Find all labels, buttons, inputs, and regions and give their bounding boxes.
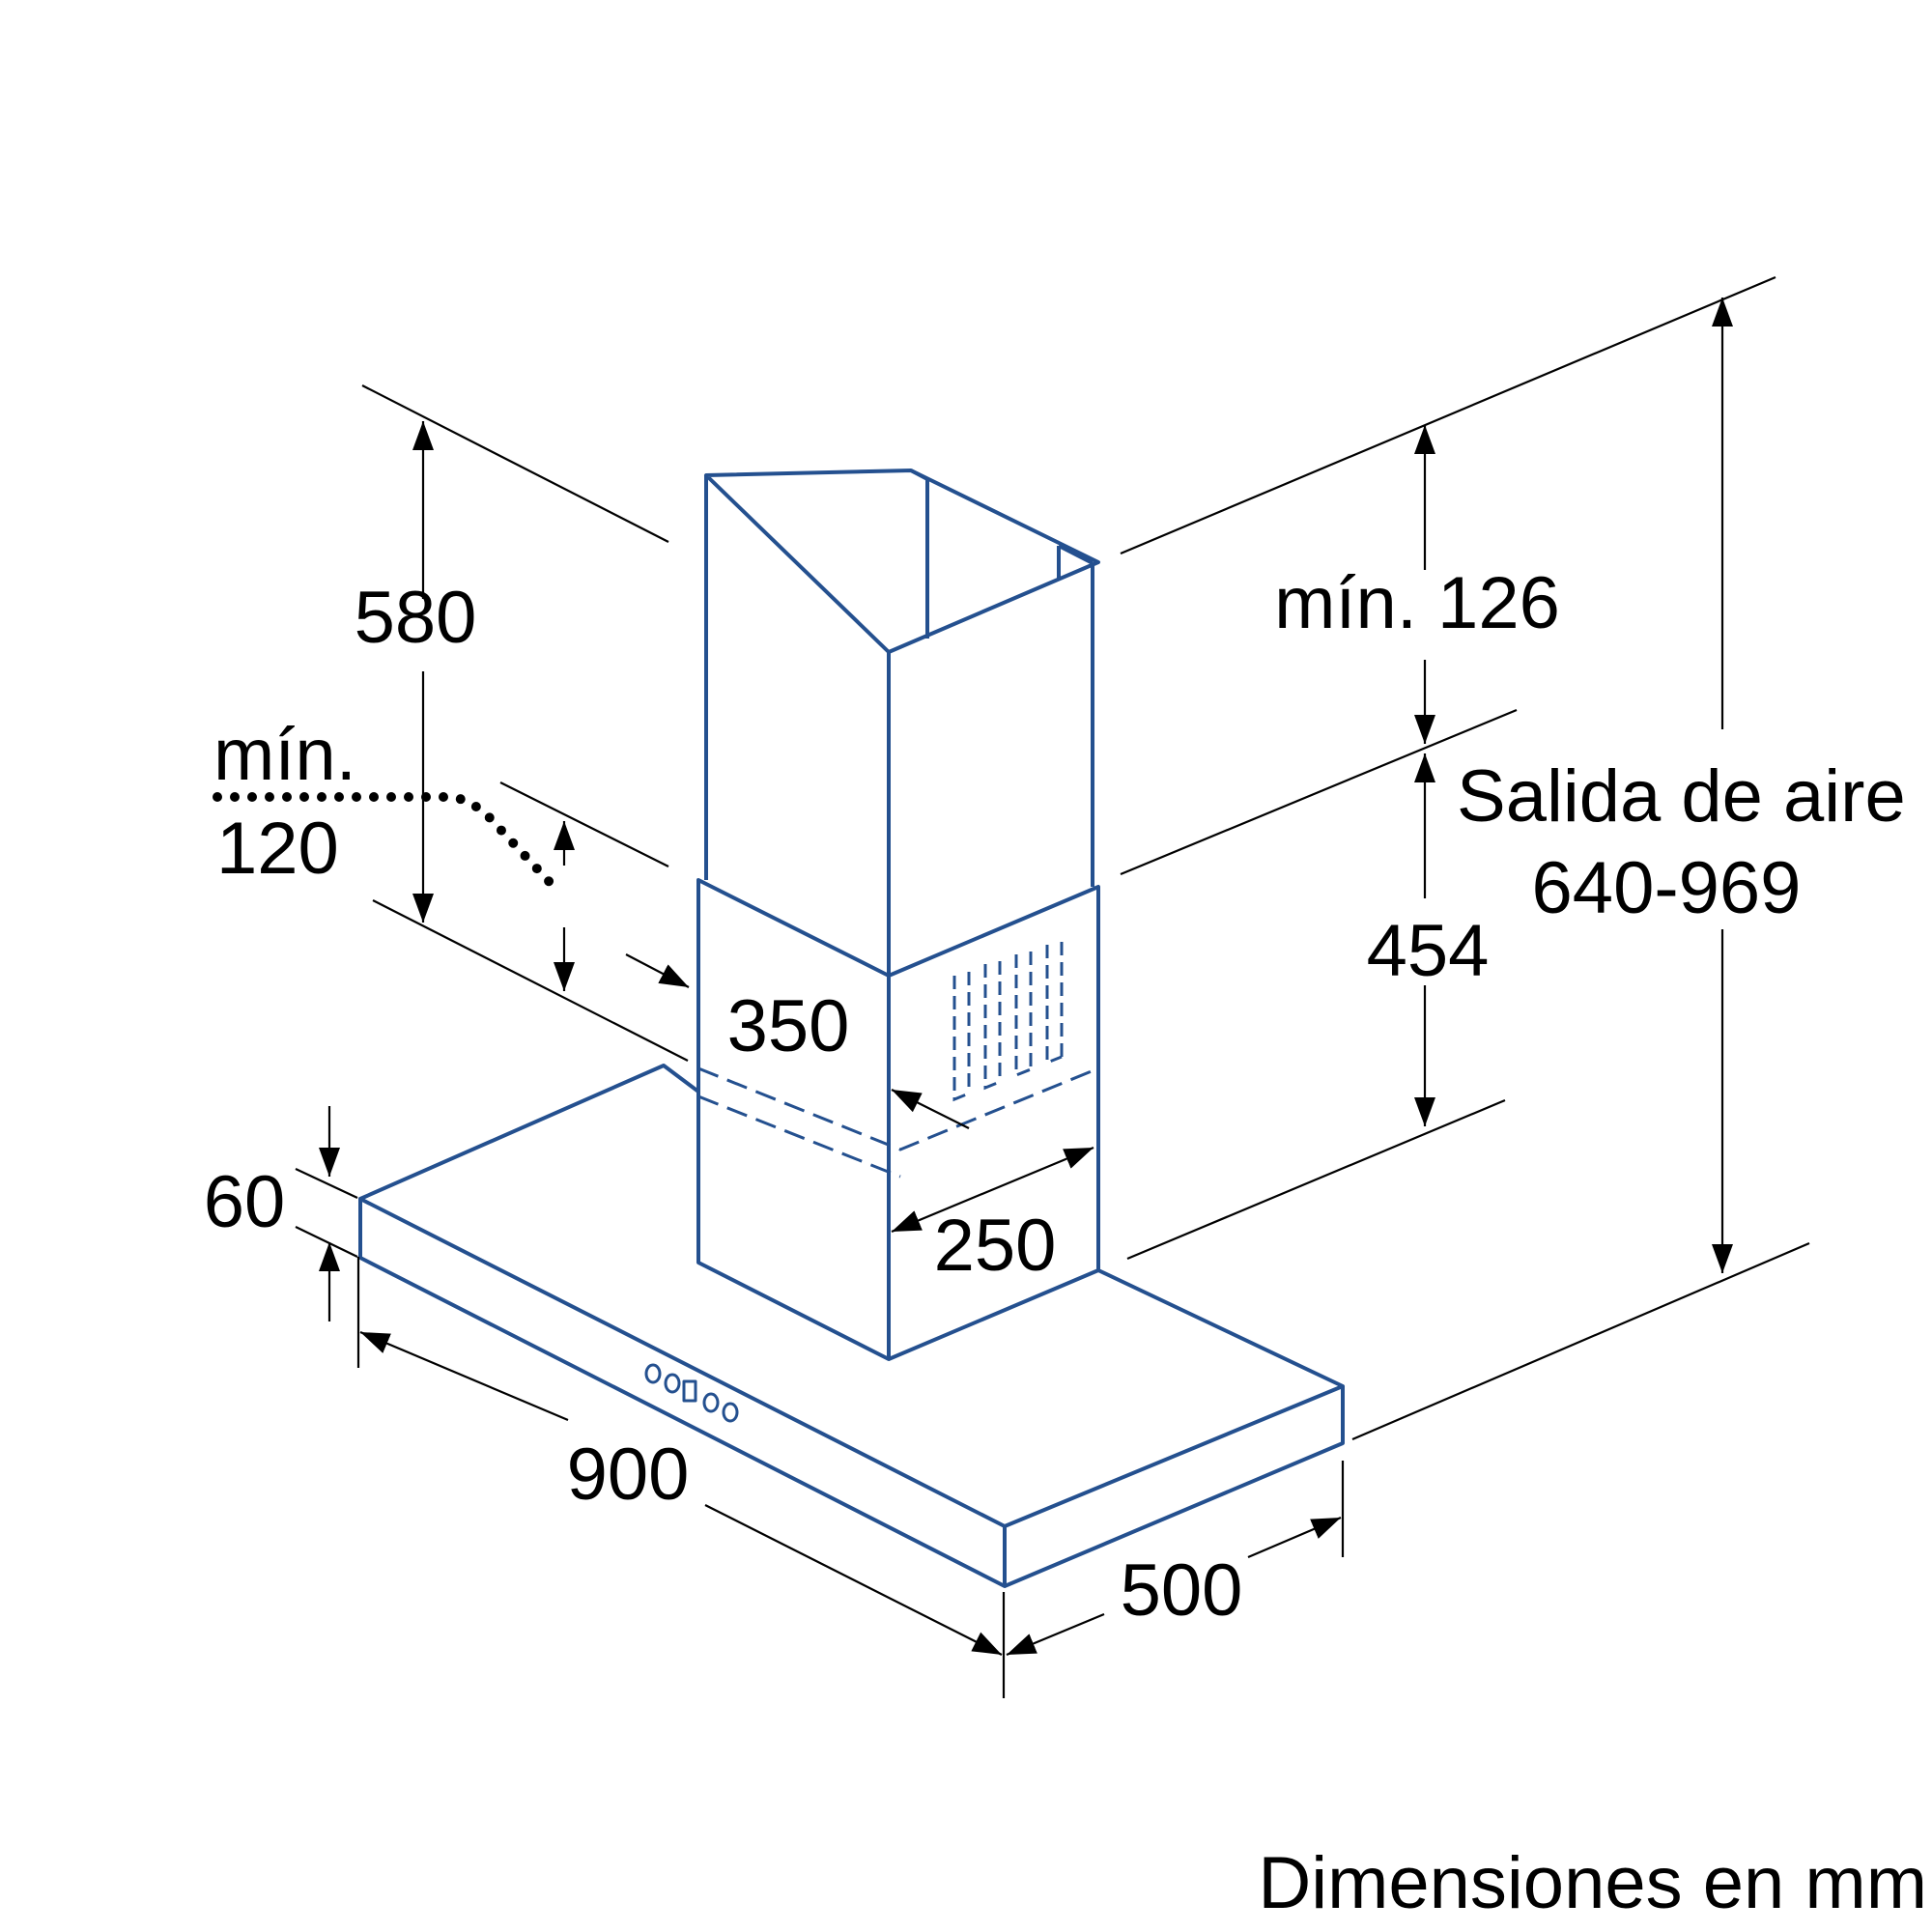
label-air-outlet-line2: 640-969 (1532, 847, 1802, 929)
label-60: 60 (204, 1161, 286, 1243)
dimension-900 (359, 1330, 1003, 1656)
control-button (702, 1392, 720, 1413)
label-580: 580 (355, 577, 477, 659)
label-500: 500 (1121, 1549, 1243, 1632)
control-button (644, 1363, 662, 1384)
units-note: Dimensiones en mm (1258, 1842, 1927, 1924)
dimension-500 (1006, 1516, 1342, 1657)
label-454: 454 (1367, 910, 1490, 992)
lower-chimney (696, 878, 1100, 1361)
canopy (358, 1064, 1345, 1588)
dimension-min-120 (213, 792, 690, 991)
label-min-120-line2: 120 (216, 808, 339, 890)
label-air-outlet-line1: Salida de aire (1457, 755, 1906, 838)
range-hood-drawing (358, 469, 1345, 1588)
control-button (664, 1373, 681, 1394)
label-900: 900 (567, 1434, 690, 1516)
dimension-250 (891, 1089, 1094, 1234)
control-panel (644, 1363, 739, 1423)
dimension-lines (213, 275, 1810, 1698)
vent-grille (952, 942, 1064, 1102)
label-min-126: mín. 126 (1274, 562, 1560, 644)
label-250: 250 (934, 1205, 1057, 1287)
dimension-labels: 580 mín. 120 350 mín. 126 Salida de aire… (204, 562, 1927, 1924)
label-350: 350 (727, 985, 850, 1067)
label-min-120-line1: mín. (213, 714, 356, 796)
control-button (682, 1379, 697, 1403)
control-button (722, 1402, 739, 1423)
upper-chimney (704, 469, 1100, 976)
